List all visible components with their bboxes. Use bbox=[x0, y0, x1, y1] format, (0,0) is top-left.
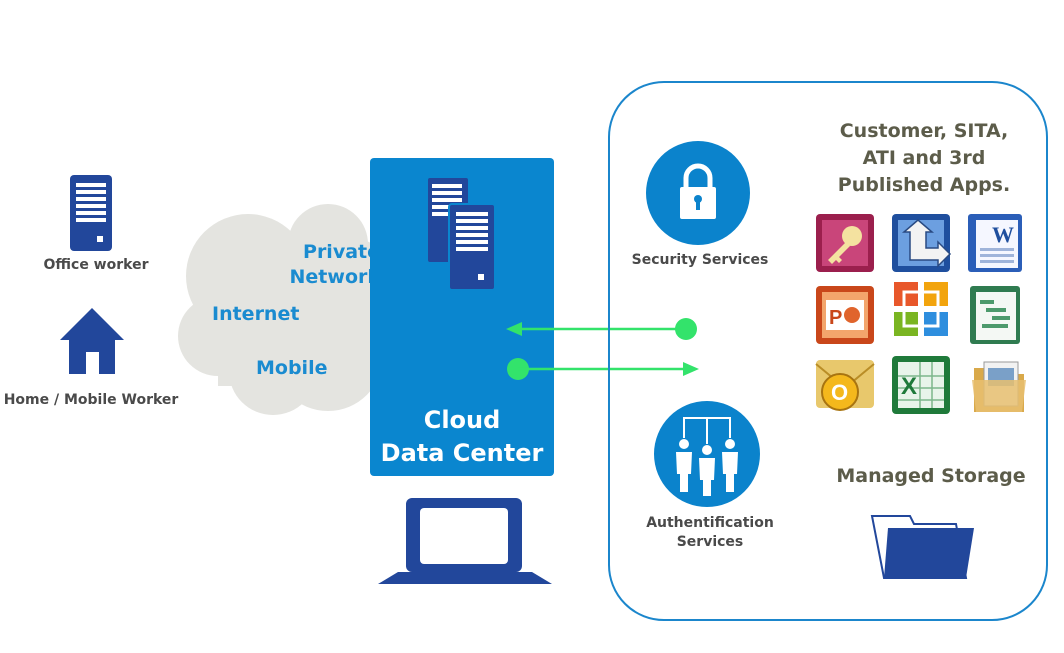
folder-file-icon bbox=[972, 361, 1026, 412]
svg-text:W: W bbox=[992, 222, 1014, 247]
laptop-icon bbox=[378, 498, 552, 584]
mobile-label: Mobile bbox=[256, 357, 328, 379]
internet-label: Internet bbox=[212, 303, 300, 325]
managed-storage-title: Managed Storage bbox=[836, 465, 1026, 487]
powerpoint-icon: P bbox=[816, 286, 874, 344]
security-services-label: Security Services bbox=[631, 252, 769, 268]
server-icon bbox=[70, 175, 112, 251]
auth-services-label: Authentification Services bbox=[646, 515, 774, 550]
svg-text:O: O bbox=[831, 380, 848, 405]
word-icon: W bbox=[968, 214, 1022, 272]
project-icon bbox=[970, 286, 1020, 344]
excel-icon: X bbox=[892, 356, 950, 414]
data-center-label: Cloud Data Center bbox=[380, 406, 544, 467]
private-network-label: Private Network bbox=[289, 241, 380, 288]
home-worker-label: Home / Mobile Worker bbox=[3, 392, 179, 408]
outlook-icon: O bbox=[815, 360, 875, 411]
apps-title: Customer, SITA, ATI and 3rd Published Ap… bbox=[837, 120, 1011, 196]
padlock-icon bbox=[680, 163, 716, 219]
svg-text:X: X bbox=[901, 373, 917, 400]
server-stack-icon bbox=[426, 176, 496, 291]
office-worker-label: Office worker bbox=[43, 257, 149, 273]
publisher-icon bbox=[892, 214, 952, 272]
office-icon bbox=[894, 282, 948, 336]
services-panel bbox=[608, 81, 1048, 621]
svg-text:P: P bbox=[829, 307, 842, 329]
people-icon bbox=[676, 417, 738, 496]
house-icon bbox=[60, 308, 124, 374]
folder-icon bbox=[870, 515, 974, 579]
connection-arrows bbox=[506, 318, 699, 380]
access-icon bbox=[816, 214, 874, 272]
